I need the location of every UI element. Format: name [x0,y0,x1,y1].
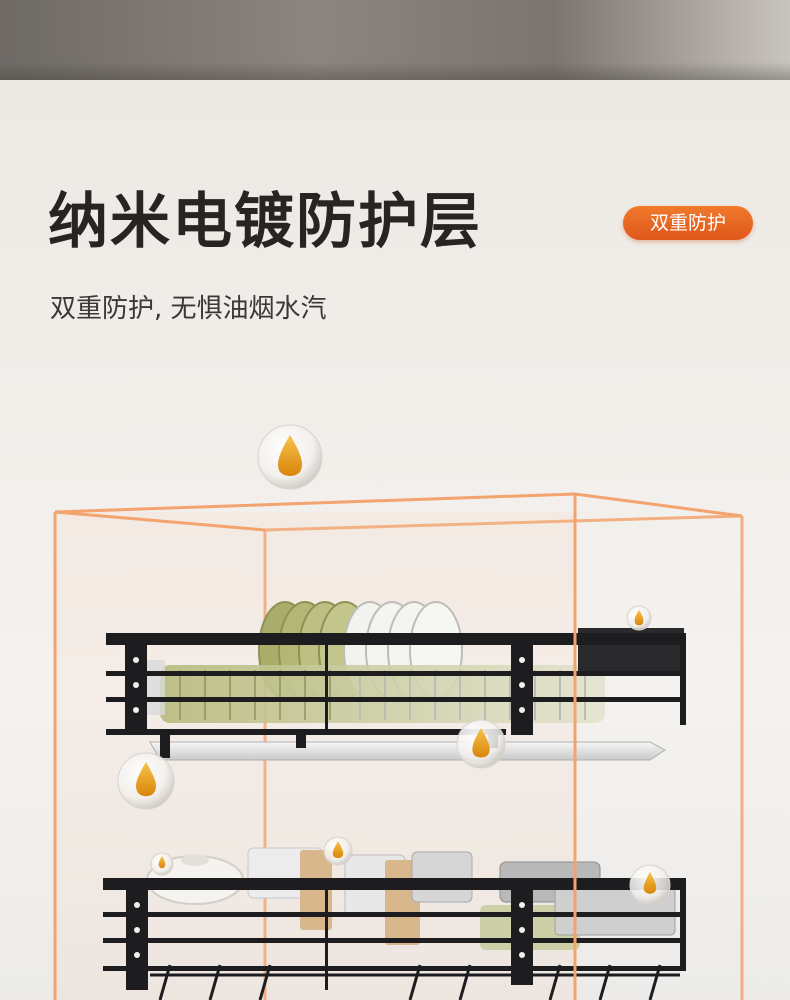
top-dish-rack [106,601,686,761]
oil-droplet-icon [456,719,506,769]
oil-droplet-icon [323,836,353,866]
protection-badge: 双重防护 [623,206,753,240]
bowls-row [160,665,605,723]
product-scene [0,340,790,1000]
top-photo-band [0,0,790,80]
dish-rack-illustration [53,424,744,1000]
oil-droplet-icon [117,752,175,810]
bottom-dish-rack [103,847,686,1000]
drip-tray [149,741,666,761]
oil-droplet-icon [150,852,174,876]
oil-droplet-icon [626,605,652,631]
subtitle: 双重防护, 无惧油烟水汽 [50,294,327,324]
oil-droplet-icon [257,424,323,490]
headline: 纳米电镀防护层 [48,187,482,257]
oil-droplet-icon [629,864,671,906]
protection-frame-back [263,514,744,1000]
protection-frame-front [53,492,743,1000]
